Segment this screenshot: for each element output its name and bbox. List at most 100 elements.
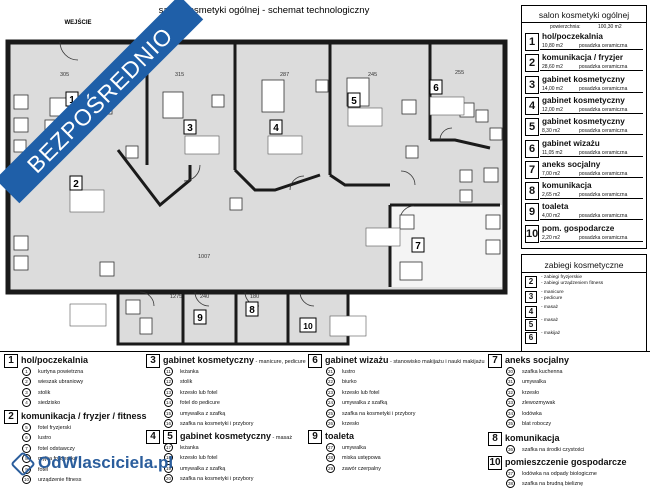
- legend-room-number: 6: [308, 354, 322, 368]
- item-label: umywalka z szafką: [180, 465, 226, 472]
- item-label: szafka na kosmetyki i przybory: [342, 410, 416, 417]
- room-marker-8: 8: [245, 301, 259, 317]
- svg-text:255: 255: [455, 70, 464, 76]
- svg-text:6: 6: [433, 83, 439, 94]
- legend-room-number: 10: [488, 456, 502, 470]
- treatment-room-number: 6: [525, 332, 537, 344]
- room-marker-9: 9: [193, 309, 207, 325]
- legend-room-number: 1: [4, 354, 18, 368]
- room-number: 7: [525, 160, 539, 179]
- svg-text:8: 8: [249, 305, 255, 316]
- room-name: gabinet kosmetyczny: [542, 74, 625, 84]
- item-number: 28: [326, 453, 335, 463]
- item-number: 18: [164, 453, 173, 463]
- svg-text:1275: 1275: [170, 294, 182, 300]
- room-marker-6: 6: [429, 79, 443, 95]
- room-number: 8: [525, 182, 539, 201]
- room-name: komunikacja: [542, 181, 592, 191]
- room-floor: posadzka ceramiczna: [579, 192, 628, 199]
- item-number: 37: [506, 469, 515, 479]
- room-area: 8,30 m2: [542, 128, 561, 135]
- item-label: fotel do pedicure: [180, 400, 220, 407]
- item-number: 35: [506, 419, 515, 429]
- svg-text:305: 305: [60, 72, 69, 78]
- room-floor: posadzka ceramiczna: [579, 128, 628, 135]
- item-label: fotel: [38, 466, 49, 473]
- legend-room-number: 4: [146, 430, 160, 444]
- legend-room-name: gabinet kosmetyczny: [163, 355, 255, 365]
- brand-logo: OdWlasciciela.pl: [10, 450, 173, 477]
- item-number: 19: [164, 463, 173, 473]
- legend-room-number: 3: [146, 354, 160, 368]
- room-name: komunikacja / fryzjer: [542, 53, 623, 63]
- room-area: 4,00 m2: [542, 213, 561, 220]
- room-area: 12,00 m2: [542, 106, 563, 113]
- legend-item: 25 szafka na kosmetyki i przybory: [326, 408, 416, 419]
- item-label: szafka na kosmetyki i przybory: [180, 421, 254, 428]
- svg-text:315: 315: [175, 72, 184, 78]
- room-floor: posadzka ceramiczna: [579, 43, 628, 49]
- legend-room-name: komunikacja / fryzjer / fitness: [21, 411, 147, 421]
- item-label: blat roboczy: [522, 421, 552, 428]
- area-value: 100,30 m2: [598, 24, 622, 30]
- area-label: powierzchnia:: [550, 24, 581, 30]
- legend-item: 19 umywalka z szafką: [164, 463, 253, 474]
- item-number: 27: [326, 443, 335, 453]
- item-number: 25: [326, 408, 335, 418]
- legend-room-name: hol/poczekalnia: [21, 355, 89, 365]
- legend-room-number: 7: [488, 354, 502, 368]
- item-number: 9: [22, 464, 31, 474]
- treatment-line: - makijaż: [541, 331, 561, 336]
- treatment-room-number: 5: [525, 319, 537, 331]
- legend-room-sub: - masaż: [271, 435, 293, 441]
- svg-text:7: 7: [415, 241, 421, 252]
- svg-text:1: 1: [69, 95, 75, 106]
- svg-text:1007: 1007: [198, 254, 210, 260]
- room-number: 9: [525, 203, 539, 222]
- item-label: zawór czerpalny: [342, 465, 381, 472]
- item-label: krzesło lub fotel: [180, 389, 218, 396]
- legend-room-name: pomieszczenie gospodarcze: [505, 457, 627, 467]
- item-number: 22: [326, 377, 335, 387]
- item-number: 24: [326, 398, 335, 408]
- room-number: 1: [525, 33, 539, 51]
- legend-item: 35 blat roboczy: [506, 419, 562, 429]
- item-label: szafka na środki czystości: [522, 447, 585, 453]
- info-tags: [69, 96, 465, 337]
- legend-room-number: 2: [4, 410, 18, 424]
- legend-room-name: toaleta: [325, 431, 355, 441]
- legend-room-number: 8: [488, 432, 502, 446]
- plan-title: salon kosmetyki ogólnej - schemat techno…: [159, 5, 370, 16]
- room-name: gabinet wizażu: [542, 138, 600, 148]
- item-label: leżanka: [180, 369, 199, 375]
- treatment-line: - manicure: [541, 290, 564, 295]
- room-area: 2,65 m2: [542, 192, 561, 199]
- room-area: 2,20 m2: [542, 234, 561, 241]
- item-label: szafka na brudną bieliznę: [522, 481, 584, 488]
- legend-room-name: gabinet wizażu: [325, 355, 389, 365]
